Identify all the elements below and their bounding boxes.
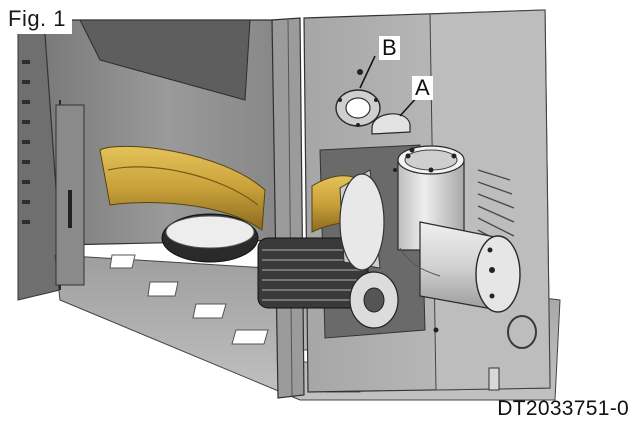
callout-label-b: B [379, 36, 400, 60]
horizontal-duct [399, 221, 521, 313]
fan-motor [257, 237, 399, 329]
left-vent-slots [22, 60, 30, 224]
flange-ring-b [335, 89, 381, 127]
brass-combustion-ring [99, 145, 266, 263]
figure-label: Fig. 1 [4, 4, 73, 34]
center-divider-post [271, 17, 305, 399]
foot-bolt [488, 367, 500, 391]
panel-screws [393, 147, 439, 333]
half-cover-a [371, 113, 411, 135]
fan-housing [339, 169, 385, 271]
bracket-slot [68, 190, 72, 228]
cable-grommet [507, 315, 537, 349]
callout-label-a: A [412, 76, 433, 100]
drawing-reference-code: DT2033751-0 [497, 397, 629, 420]
leader-line-b [359, 55, 376, 89]
screw-b [357, 69, 363, 75]
firebox-window [79, 19, 251, 101]
divider-edge [287, 19, 293, 397]
